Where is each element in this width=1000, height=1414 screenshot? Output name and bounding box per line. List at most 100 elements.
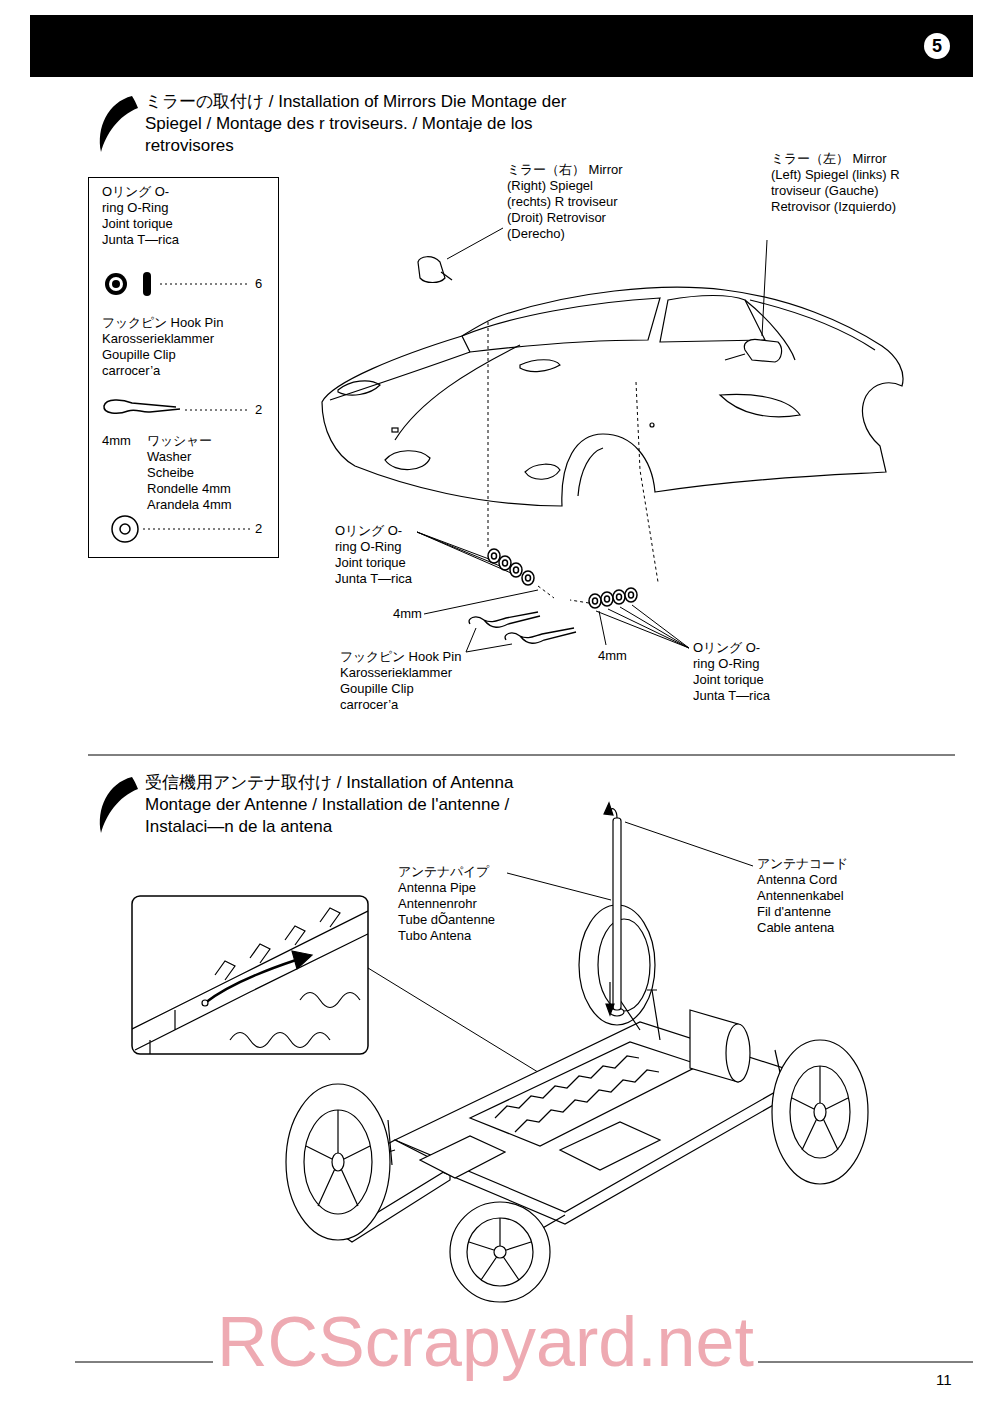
label-slot: Oリング O-ring O-Ring Joint torique Junta T… xyxy=(335,523,413,587)
car-body xyxy=(392,428,398,432)
car-body xyxy=(322,287,903,506)
o-ring xyxy=(593,598,598,604)
hook-pin xyxy=(469,612,576,643)
chassis xyxy=(286,1084,390,1240)
antenna-pipe xyxy=(606,1004,614,1015)
inset-detail xyxy=(215,908,340,980)
text-slot: 2 xyxy=(255,521,273,537)
mount-line xyxy=(570,600,589,603)
label-slot: Oリング O-ring O-Ring Joint torique Junta T… xyxy=(693,640,771,704)
dimension-label: 4mm xyxy=(598,648,627,664)
header-bar xyxy=(30,15,973,77)
antenna-pipe xyxy=(609,982,610,1005)
leader-line xyxy=(632,605,689,648)
text-slot: 4mm xyxy=(102,433,131,449)
label-slot: フックピン Hook Pin Karosserieklammer Goupill… xyxy=(340,649,462,713)
chassis xyxy=(395,1022,805,1212)
section-icon xyxy=(100,96,138,152)
chassis xyxy=(494,1246,506,1258)
divider-line xyxy=(88,755,955,756)
part-name: Oリング O-ring O-Ring Joint torique Junta T… xyxy=(102,184,180,248)
car-body xyxy=(660,296,765,343)
text-slot: ワッシャー Washer Scheibe Rondelle 4mm Arande… xyxy=(147,433,241,513)
part-label: ミラー（右） Mirror (Right) Spiegel (rechts) R… xyxy=(507,162,639,242)
parts-icons xyxy=(109,277,123,291)
o-ring xyxy=(510,563,522,577)
leader-line xyxy=(417,532,511,573)
chassis xyxy=(345,1000,812,1250)
quantity-leader xyxy=(160,284,250,285)
chassis xyxy=(814,1103,826,1121)
inset-detail xyxy=(205,960,296,1003)
antenna-pipe xyxy=(613,818,621,1010)
leader-line xyxy=(424,590,538,614)
text-slot: 2 xyxy=(255,402,273,418)
chassis xyxy=(388,990,785,1165)
quantity: 6 xyxy=(255,276,273,292)
o-ring xyxy=(488,549,500,563)
label-slot: 11 xyxy=(936,1371,952,1389)
dimension-label: 4mm xyxy=(102,433,131,449)
car-body xyxy=(338,381,380,395)
chassis xyxy=(726,1024,750,1082)
divider-line xyxy=(75,755,973,1362)
chassis xyxy=(560,1122,660,1170)
label-slot: ミラー（左） Mirror (Left) Spiegel (links) R t… xyxy=(771,151,911,215)
antenna-pipe xyxy=(604,803,621,1015)
o-ring xyxy=(625,588,637,602)
leader-line xyxy=(625,822,753,866)
inset-detail xyxy=(230,993,360,1048)
mirror xyxy=(725,354,745,360)
inset-detail xyxy=(132,905,368,1054)
leader-line xyxy=(596,611,689,648)
leader-line xyxy=(447,228,503,259)
section-heading: 受信機用アンテナ取付け / Installation of Antenna Mo… xyxy=(145,772,575,838)
chassis xyxy=(306,1110,370,1206)
car-body xyxy=(720,394,800,416)
mirror xyxy=(418,257,445,283)
hook-pin xyxy=(469,612,540,627)
o-ring xyxy=(629,592,634,598)
text-slot: フックピン Hook Pin Karosserieklammer Goupill… xyxy=(102,315,224,379)
car-body xyxy=(322,287,903,506)
car-body xyxy=(520,360,560,372)
o-ring xyxy=(488,549,637,608)
chassis xyxy=(304,1110,372,1214)
label-slot: アンテナパイプ Antenna Pipe Antennenrohr Tube d… xyxy=(398,864,504,944)
chassis xyxy=(792,1066,848,1150)
parts-icons xyxy=(143,272,151,296)
leader-line xyxy=(608,609,689,648)
text-slot: 6 xyxy=(255,276,273,292)
o-ring xyxy=(601,592,613,606)
mirror xyxy=(744,339,781,362)
parts-icons xyxy=(112,516,138,542)
step-number: 5 xyxy=(925,35,949,57)
chassis xyxy=(450,1202,550,1302)
o-ring xyxy=(503,560,508,566)
leader-line xyxy=(507,873,611,900)
car-body xyxy=(525,464,560,479)
hook-pin xyxy=(505,628,576,643)
car-body xyxy=(330,352,470,400)
o-ring xyxy=(526,575,531,581)
quantity-leader xyxy=(185,410,250,411)
label-slot: 4mm xyxy=(598,648,627,664)
car-body xyxy=(385,451,430,470)
chassis xyxy=(332,1153,344,1171)
parts-list-box: Oリング O-ring O-Ring Joint torique Junta T… xyxy=(88,177,279,558)
leader-line xyxy=(368,968,546,1077)
chassis xyxy=(515,1070,659,1132)
label-slot: ミラー（右） Mirror (Right) Spiegel (rechts) R… xyxy=(507,162,639,242)
part-label: ミラー（左） Mirror (Left) Spiegel (links) R t… xyxy=(771,151,911,215)
label-slot: アンテナコード Antenna Cord Antennenkabel Fil d… xyxy=(757,856,861,936)
o-ring xyxy=(492,553,497,559)
chassis xyxy=(467,1218,533,1286)
leader-line xyxy=(466,628,476,652)
o-ring xyxy=(514,567,519,573)
text-slot: Oリング O-ring O-Ring Joint torique Junta T… xyxy=(102,184,180,248)
parts-icons xyxy=(120,524,130,534)
section-heading: ミラーの取付け / Installation of Mirrors Die Mo… xyxy=(145,91,590,157)
dimension-label: 4mm xyxy=(393,606,422,622)
watermark: RCScrapyard.net xyxy=(213,1306,758,1378)
